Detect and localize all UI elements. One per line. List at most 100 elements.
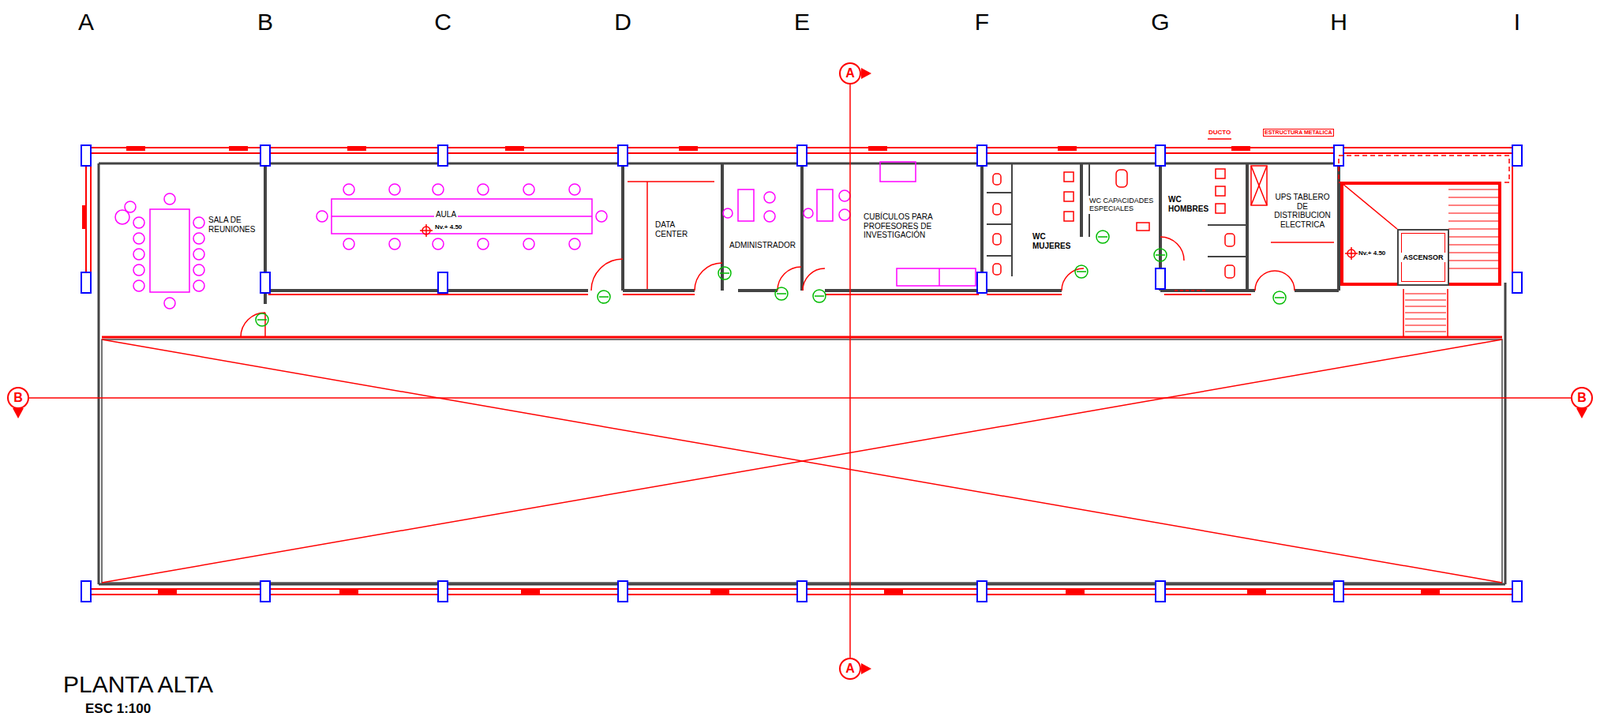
windows-part bbox=[228, 146, 248, 151]
data-center-rack-part bbox=[627, 180, 715, 183]
section-flags-part bbox=[12, 408, 24, 419]
furniture-part bbox=[764, 191, 776, 203]
void-area-part bbox=[101, 339, 1503, 583]
windows-part bbox=[1057, 146, 1077, 151]
sanitary-fixtures-part bbox=[1011, 163, 1013, 277]
furniture-part bbox=[164, 297, 176, 309]
duct-part bbox=[1270, 241, 1334, 244]
furniture-part bbox=[316, 210, 328, 222]
level-markers-part bbox=[1345, 247, 1358, 260]
sanitary-fixtures-part bbox=[1225, 233, 1235, 247]
windows-part bbox=[347, 146, 367, 151]
furniture-part bbox=[569, 238, 581, 250]
room-label: AULA bbox=[434, 209, 458, 221]
room-fronts-part bbox=[101, 336, 1503, 339]
room-name: DATA CENTER bbox=[653, 219, 701, 240]
grid-axis-label: B bbox=[257, 8, 274, 37]
columns-part bbox=[797, 145, 807, 166]
furniture-part bbox=[164, 193, 176, 205]
sanitary-fixtures-part bbox=[1207, 224, 1248, 257]
duct-part bbox=[1207, 138, 1232, 140]
room-label: DATA CENTER bbox=[653, 219, 701, 240]
furniture-part bbox=[477, 238, 489, 250]
section-cut-line bbox=[29, 397, 1571, 399]
section-flags-part bbox=[861, 67, 872, 79]
stair-core bbox=[1338, 155, 1510, 338]
furniture-part bbox=[523, 183, 535, 195]
furniture-part bbox=[193, 232, 205, 244]
room-name: SALA DE REUNIONES bbox=[206, 214, 261, 235]
sanitary-fixtures bbox=[986, 163, 1248, 291]
furniture-part bbox=[839, 209, 851, 221]
windows-part bbox=[1065, 589, 1085, 595]
furniture-part bbox=[133, 217, 145, 229]
section-letter: A bbox=[845, 661, 855, 676]
furniture-part bbox=[816, 189, 833, 222]
outer-wall-part bbox=[89, 153, 92, 283]
columns-part bbox=[438, 145, 448, 166]
columns-part bbox=[1155, 268, 1166, 289]
stair-core-part bbox=[1405, 293, 1447, 332]
furniture-part bbox=[133, 248, 145, 260]
columns-part bbox=[618, 145, 628, 166]
columns-part bbox=[260, 580, 270, 602]
room-label: CUBÍCULOS PARA PROFESORES DE INVESTIGACI… bbox=[861, 211, 937, 241]
door-swings-part bbox=[802, 268, 825, 291]
columns-part bbox=[1512, 145, 1522, 166]
duct-part bbox=[1251, 165, 1267, 206]
furniture-part bbox=[477, 183, 489, 195]
section-flags-part bbox=[1576, 408, 1588, 419]
sanitary-fixtures-part bbox=[1174, 289, 1208, 292]
room-label: WC HOMBRES bbox=[1166, 194, 1213, 214]
columns-part bbox=[81, 145, 91, 166]
void-area bbox=[101, 339, 1503, 583]
door-swings bbox=[240, 236, 1295, 338]
windows-part bbox=[82, 205, 87, 229]
furniture bbox=[115, 161, 976, 309]
furniture-part bbox=[896, 268, 976, 286]
furniture-part bbox=[343, 183, 355, 195]
columns-part bbox=[438, 272, 448, 293]
outer-wall-part bbox=[97, 163, 101, 585]
furniture-part bbox=[738, 189, 754, 222]
windows-part bbox=[1420, 589, 1440, 595]
columns-part bbox=[977, 580, 987, 602]
furniture-part bbox=[803, 208, 814, 218]
sanitary-fixtures-part bbox=[1116, 169, 1128, 188]
columns-part bbox=[260, 145, 270, 166]
plan-title: PLANTA ALTA bbox=[63, 670, 214, 699]
furniture-part bbox=[149, 209, 190, 293]
furniture-part bbox=[389, 183, 401, 195]
room-name: CUBÍCULOS PARA PROFESORES DE INVESTIGACI… bbox=[861, 211, 937, 241]
columns-part bbox=[81, 580, 91, 602]
columns-part bbox=[1155, 145, 1166, 166]
room-label: WC CAPACIDADES ESPECIALES bbox=[1087, 195, 1158, 214]
door-tags-part bbox=[257, 236, 1285, 320]
windows-part bbox=[126, 146, 146, 151]
windows-part bbox=[884, 589, 904, 595]
room-name: ASCENSOR bbox=[1401, 252, 1445, 263]
duct-part bbox=[1251, 165, 1267, 206]
furniture-part bbox=[193, 280, 205, 292]
room-name: UPS TABLERO DE DISTRIBUCION ELECTRICA bbox=[1267, 191, 1338, 230]
furniture-part bbox=[331, 215, 593, 218]
outer-wall-part bbox=[1504, 282, 1507, 585]
stair-core-part bbox=[1448, 189, 1499, 269]
columns-part bbox=[618, 580, 628, 602]
elevator-box: ASCENSOR bbox=[1397, 228, 1450, 286]
furniture-part bbox=[193, 264, 205, 276]
furniture-part bbox=[569, 183, 581, 195]
sanitary-fixtures-part bbox=[992, 173, 1001, 185]
room-name: AULA bbox=[434, 209, 458, 221]
columns-part bbox=[797, 580, 807, 602]
windows-part bbox=[1231, 146, 1251, 151]
columns-part bbox=[1512, 580, 1522, 602]
windows-part bbox=[868, 146, 888, 151]
windows-part bbox=[520, 589, 540, 595]
sanitary-fixtures-part bbox=[992, 203, 1001, 215]
room-name: WC MUJERES bbox=[1030, 231, 1072, 252]
furniture-part bbox=[523, 238, 535, 250]
windows-part bbox=[1247, 589, 1267, 595]
